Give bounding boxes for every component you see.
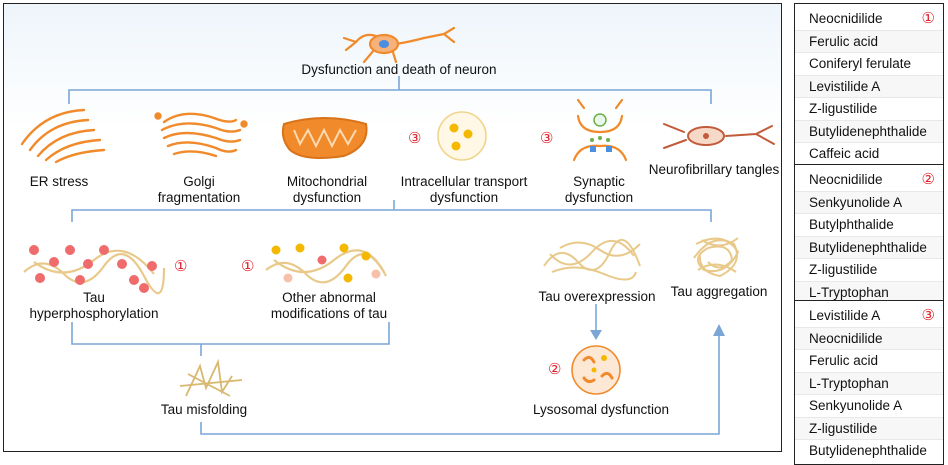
compound-item: Z-ligustilide: [795, 259, 943, 282]
transport-vesicle-icon: [437, 111, 487, 161]
connector-top: [68, 76, 712, 104]
connector-lines: [68, 76, 720, 435]
mark-modifications: ①: [241, 258, 255, 275]
arrow-to-aggregation: [713, 324, 725, 336]
mark-synaptic: ③: [540, 130, 554, 147]
arrow-to-lysosome: [590, 330, 602, 340]
tau-overexpression-label: Tau overexpression: [538, 289, 656, 304]
compound-item: Levistilide A: [795, 75, 943, 98]
tau-overexpression-icon: [543, 238, 641, 281]
connector-middle: [71, 200, 712, 222]
compound-item: Ferulic acid: [795, 350, 943, 373]
compound-item: Senkyunolide A: [795, 191, 943, 214]
mark-hyperphosphorylation: ①: [174, 258, 188, 275]
tau-modifications-icon: [265, 243, 387, 284]
synaptic-dysfunction-label: Synaptic dysfunction: [564, 174, 634, 205]
compound-item: Z-ligustilide: [795, 98, 943, 121]
synapse-icon: [572, 98, 628, 162]
compound-item: Butylidenephthalide: [795, 120, 943, 143]
compound-item: Butylidenephthalide: [795, 236, 943, 259]
tau-modifications-label: Other abnormal modifications of tau: [270, 290, 388, 321]
compound-item: Ferulic acid: [795, 30, 943, 53]
compound-item: Z-ligustilide: [795, 417, 943, 440]
mark-transport: ③: [408, 130, 422, 147]
mark-lysosomal: ②: [548, 361, 562, 378]
diagram-graphics: [20, 26, 775, 435]
neurofibrillary-tangles-label: Neurofibrillary tangles: [648, 162, 780, 177]
tangle-neuron-icon: [663, 123, 775, 149]
neuron-death-label: Dysfunction and death of neuron: [301, 62, 497, 77]
compound-item: Butylidenephthalide: [809, 443, 927, 458]
er-stress-label: ER stress: [29, 174, 89, 189]
box-3-mark: ③: [921, 307, 935, 324]
connector-bottom: [200, 334, 720, 435]
compound-item: Coniferyl ferulate: [795, 53, 943, 76]
pathway-diagram-panel: Dysfunction and death of neuron ER stres…: [3, 3, 782, 452]
lysosomal-dysfunction-label: Lysosomal dysfunction: [532, 402, 670, 417]
mitochondria-icon: [281, 117, 368, 159]
compound-item: Neocnidilide: [795, 327, 943, 350]
lysosome-icon: [571, 345, 621, 395]
compound-item: Caffeic acid: [809, 146, 880, 161]
neuron-icon: [342, 26, 456, 64]
connector-tau-misfolding: [71, 322, 390, 356]
compound-item: L-Tryptophan: [795, 281, 943, 303]
tau-aggregation-label: Tau aggregation: [670, 284, 768, 299]
box-2-mark: ②: [921, 171, 935, 188]
compound-item: Butylphthalide: [795, 214, 943, 237]
golgi-fragmentation-label: Golgi fragmentation: [157, 174, 241, 205]
compound-item: Senkyunolide A: [795, 395, 943, 418]
tau-hyperphosphorylation-label: Tau hyperphosphorylation: [29, 290, 159, 321]
arrow-heads: [590, 324, 725, 340]
tau-misfolding-icon: [179, 358, 243, 397]
compound-item: L-Tryptophan: [795, 372, 943, 395]
golgi-icon: [154, 112, 248, 158]
mitochondrial-dysfunction-label: Mitochondrial dysfunction: [286, 174, 368, 205]
box-1-mark: ①: [921, 10, 935, 27]
er-stress-icon: [20, 108, 106, 164]
tau-misfolding-label: Tau misfolding: [160, 402, 248, 417]
tau-aggregation-icon: [693, 237, 740, 278]
tau-hyperphosphorylation-icon: [23, 245, 166, 295]
intracellular-transport-label: Intracellular transport dysfunction: [400, 174, 528, 205]
